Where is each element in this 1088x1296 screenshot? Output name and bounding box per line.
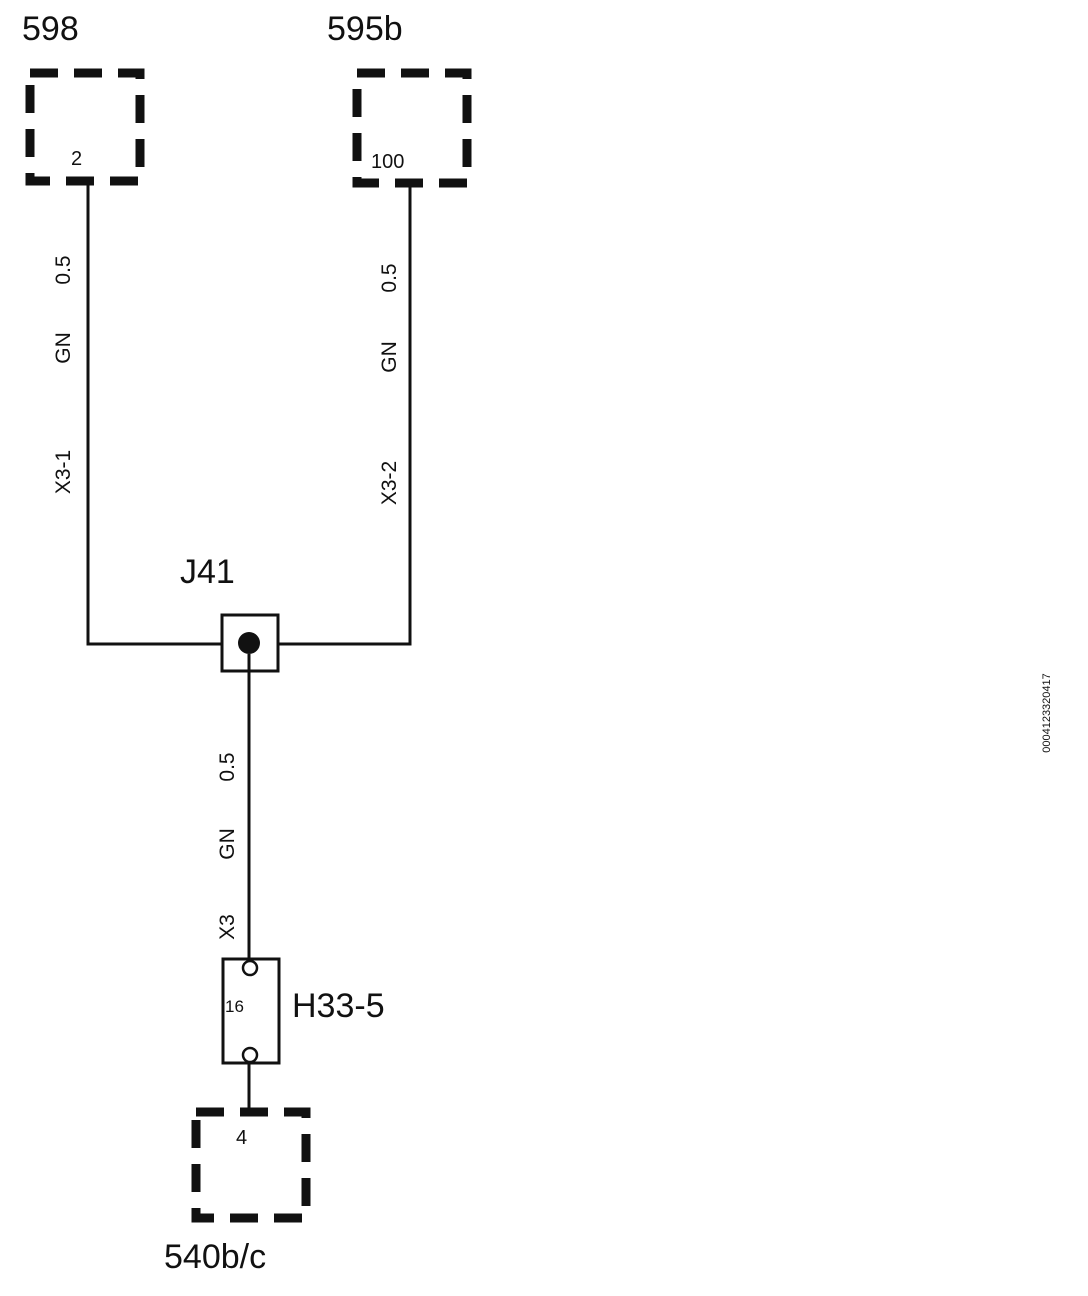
fuse-terminal-top bbox=[241, 959, 259, 977]
wire-x3-1-id: X3-1 bbox=[52, 450, 75, 494]
splice-node bbox=[238, 632, 260, 654]
connector-598-box bbox=[25, 68, 145, 186]
connector-595b-box bbox=[352, 68, 472, 188]
connector-540bc-box bbox=[191, 1107, 311, 1223]
connector-595b-pin: 100 bbox=[371, 151, 404, 173]
wire-x3-color: GN bbox=[216, 828, 239, 860]
wire-x3-1-size: 0.5 bbox=[52, 255, 75, 284]
fuse-h33-5-label: H33-5 bbox=[292, 987, 385, 1025]
fuse-h33-5-pin: 16 bbox=[225, 997, 244, 1016]
connector-540bc-label: 540b/c bbox=[164, 1238, 266, 1276]
connector-598-pin: 2 bbox=[71, 148, 82, 170]
wire-x3-2-color: GN bbox=[378, 341, 401, 373]
wire-x3-1 bbox=[86, 183, 222, 646]
wire-x3-2 bbox=[278, 185, 412, 646]
wire-x3-2-id: X3-2 bbox=[378, 461, 401, 505]
wire-x3-1-color: GN bbox=[52, 332, 75, 364]
fuse-terminal-bottom bbox=[241, 1046, 259, 1064]
connector-598-label: 598 bbox=[22, 10, 79, 48]
wire-x3-2-size: 0.5 bbox=[378, 263, 401, 292]
connector-595b-label: 595b bbox=[327, 10, 403, 48]
document-code: 0004123320417 bbox=[1041, 673, 1053, 753]
wire-x3-id: X3 bbox=[216, 914, 239, 940]
wire-x3-size: 0.5 bbox=[216, 752, 239, 781]
connector-540bc-pin: 4 bbox=[236, 1127, 247, 1149]
splice-j41-label: J41 bbox=[180, 553, 235, 591]
